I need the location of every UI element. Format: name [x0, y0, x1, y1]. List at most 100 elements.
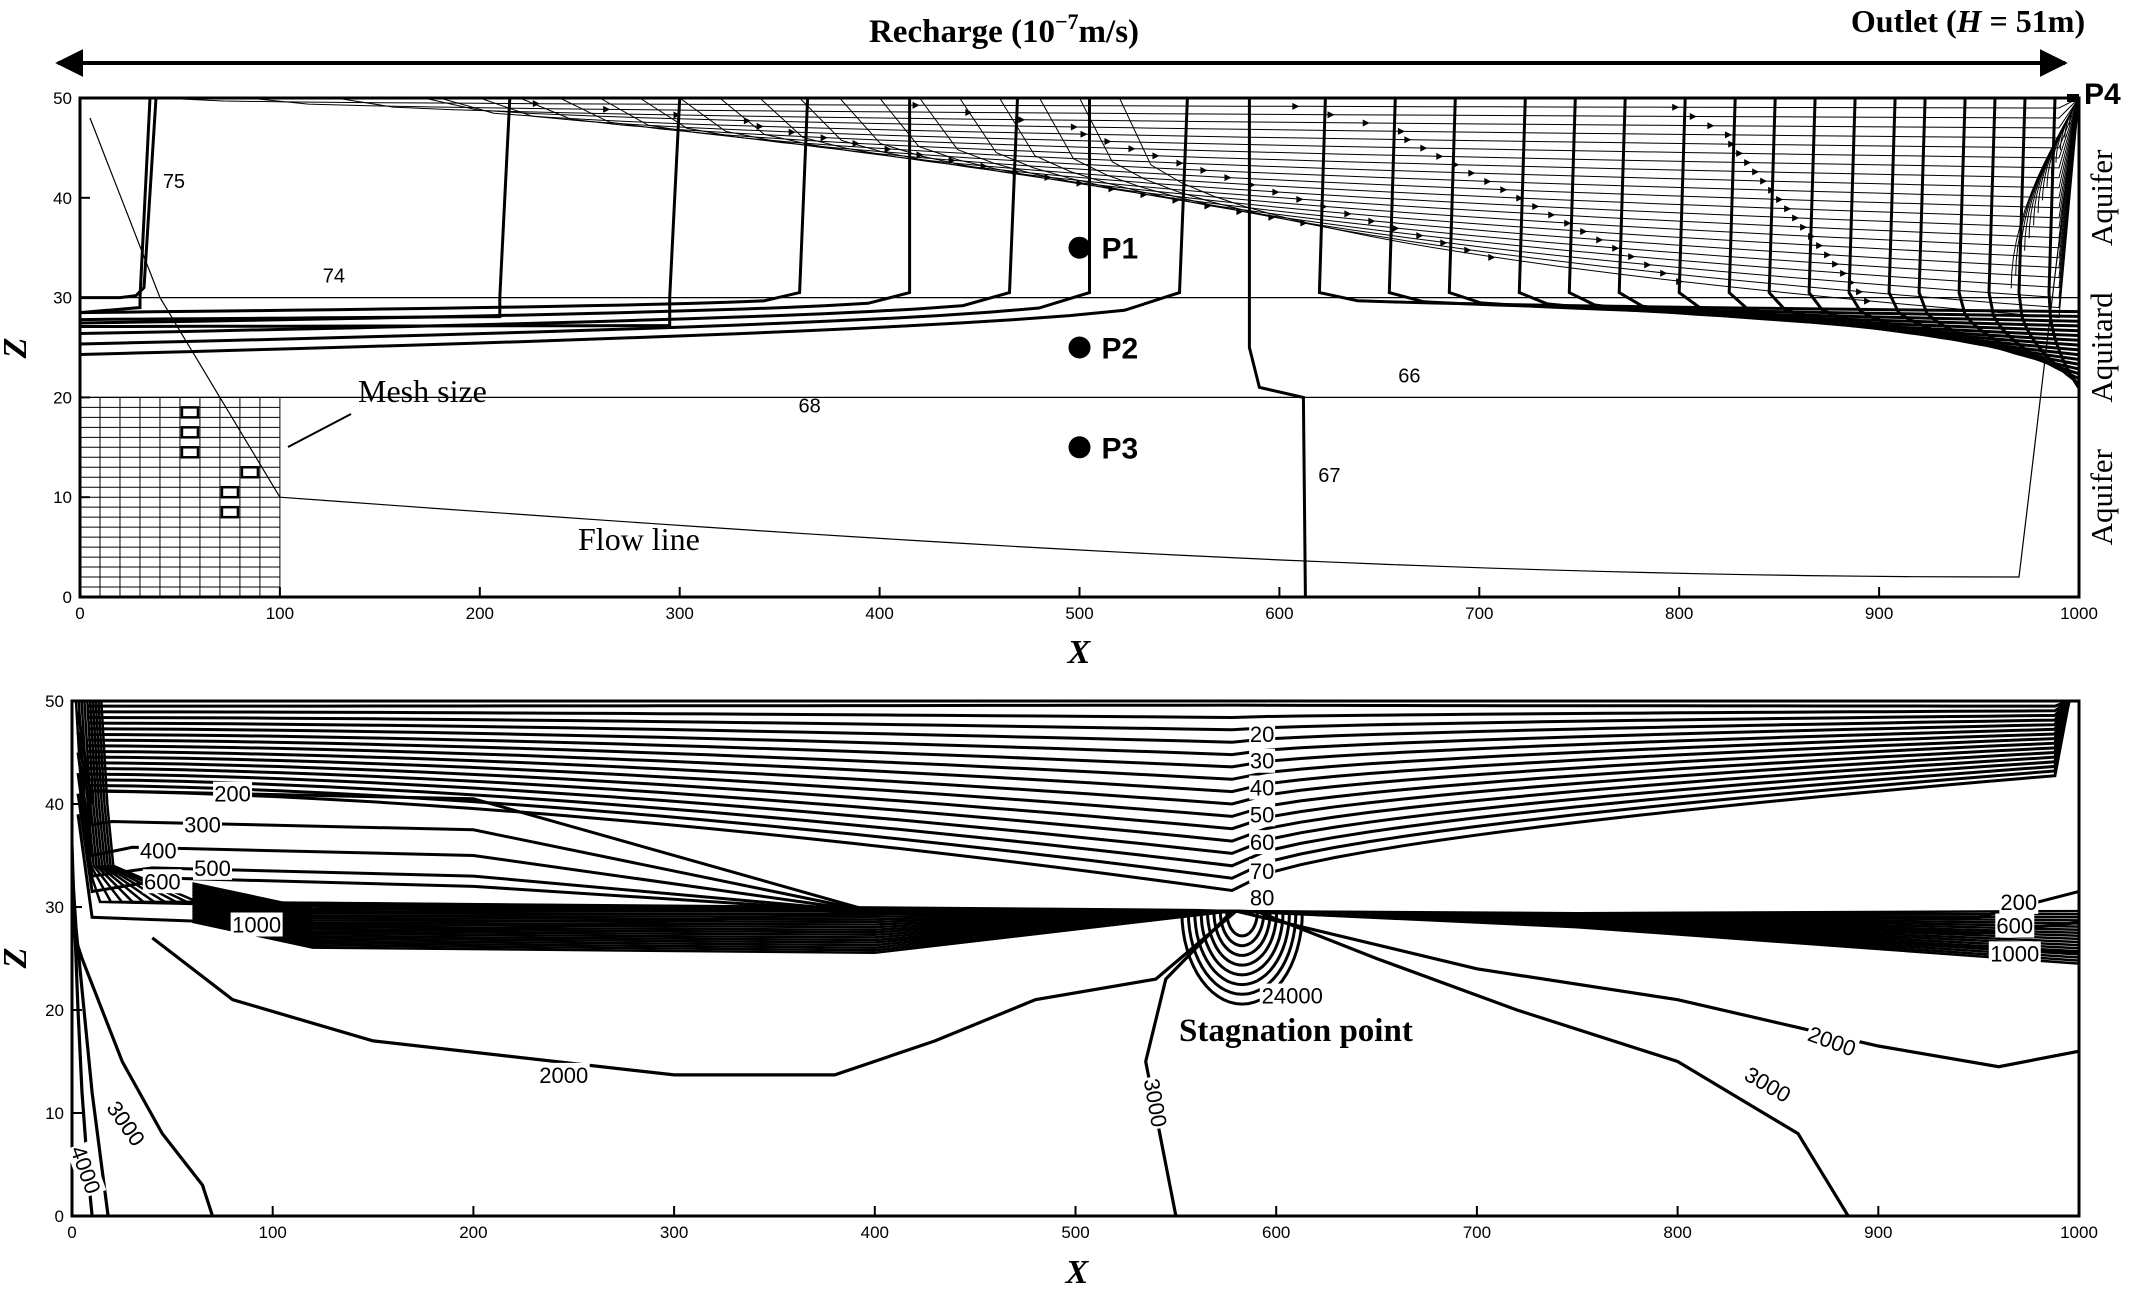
conc-contour [1199, 912, 1285, 977]
contour-label-bg [1249, 858, 1276, 883]
point-marker [1068, 236, 1091, 259]
flow-arrow [1224, 174, 1232, 182]
flow-lines [89, 98, 2079, 578]
conc-contour [88, 701, 2071, 806]
conc-contour [1218, 912, 1266, 948]
y-tick-label-top: 30 [53, 289, 72, 308]
y-tick-label-top: 50 [53, 89, 72, 108]
x-tick-label-top: 300 [666, 604, 694, 623]
mesh-label: Mesh size [358, 373, 487, 409]
conc-contour [192, 909, 2079, 959]
flow-arrow [1397, 127, 1405, 135]
flow-arrow [1404, 136, 1412, 144]
flow-arrow [1548, 211, 1556, 219]
conc-contour [72, 927, 215, 1216]
point-label: P2 [1102, 333, 1139, 366]
flow-arrow [1152, 152, 1160, 160]
contour-label: 2000 [1805, 1021, 1860, 1061]
flow-arrow [1707, 122, 1715, 130]
contour-label: 24000 [1262, 984, 1323, 1009]
y-tick-label-top: 40 [53, 189, 72, 208]
flow-line [1079, 98, 2079, 309]
x-tick-label-top: 800 [1665, 604, 1693, 623]
flow-line [519, 98, 2079, 169]
conc-contour [151, 909, 1238, 1077]
x-tick-label-top: 700 [1465, 604, 1493, 623]
point-marker [1068, 436, 1091, 459]
head-contour [1567, 98, 2079, 333]
x-tick-label-top: 600 [1265, 604, 1293, 623]
y-tick-label-bottom: 20 [45, 1001, 64, 1020]
flow-arrow [1580, 228, 1588, 236]
head-contour [2017, 98, 2079, 385]
flow-arrow [1840, 269, 1848, 277]
stagnation-label: Stagnation point [1179, 1013, 1413, 1049]
mesh-cell-highlight [180, 426, 200, 439]
mesh-grid [79, 396, 281, 598]
x-tick-label-top: 0 [75, 604, 84, 623]
conc-contour [76, 793, 1233, 914]
conc-contour [1212, 912, 1272, 957]
contour-label: 1000 [1990, 941, 2039, 966]
flow-arrow [1832, 260, 1840, 268]
flow-arrow [1464, 246, 1472, 254]
x-tick-label-bottom: 100 [259, 1223, 287, 1242]
contour-label: 600 [1996, 914, 2033, 939]
flow-arrow [1292, 102, 1300, 110]
head-contour [80, 98, 682, 328]
flow-arrow [1724, 131, 1732, 139]
y-tick-label-bottom: 10 [45, 1104, 64, 1123]
x-tick-label-bottom: 600 [1262, 1223, 1290, 1242]
flow-arrow [916, 151, 924, 159]
flow-line [1119, 98, 2079, 319]
flow-arrow [1327, 111, 1335, 119]
contour-label: 1000 [232, 913, 281, 938]
x-tick-label-top: 400 [865, 604, 893, 623]
contour-label-bg [182, 812, 222, 837]
contour-label-bg [1249, 802, 1276, 827]
conc-contour [88, 701, 2071, 794]
head-contour [1847, 98, 2079, 361]
x-tick-label-bottom: 0 [67, 1223, 76, 1242]
contour-label-bg [537, 1062, 590, 1087]
x-tick-label-top: 200 [466, 604, 494, 623]
head-contour [2047, 98, 2079, 390]
x-tick-label-bottom: 800 [1663, 1223, 1691, 1242]
flow-arrow [1848, 279, 1856, 287]
contour-label-bg [1988, 941, 2041, 966]
flow-arrow [1452, 161, 1460, 169]
head-contour [80, 98, 1091, 346]
contour-label: 70 [1250, 859, 1274, 884]
contour-label: 300 [184, 813, 221, 838]
flow-arrow [1768, 186, 1776, 194]
x-tick-label-bottom: 400 [861, 1223, 889, 1242]
flow-arrow [673, 111, 681, 119]
flow-arrow [1500, 186, 1508, 194]
y-tick-label-bottom: 40 [45, 795, 64, 814]
flow-arrow [1612, 244, 1620, 252]
head-contour [1447, 98, 2079, 323]
y-tick-label-top: 20 [53, 388, 72, 407]
flow-arrow [1628, 253, 1636, 261]
flow-line [439, 98, 2079, 149]
contour-label-bg [1999, 889, 2039, 914]
mesh-cell-highlight [180, 446, 200, 459]
contour-label: 74 [323, 266, 345, 288]
y-tick-label-top: 10 [53, 488, 72, 507]
flow-arrow [1792, 214, 1800, 222]
point-label: P4 [2084, 78, 2121, 111]
mesh-cell-highlight [240, 466, 260, 479]
layer-label: Aquifer [2084, 448, 2119, 545]
flow-arrow [1800, 223, 1808, 231]
contour-label: 600 [144, 869, 181, 894]
flow-arrow [1416, 232, 1424, 240]
flow-arrow [1070, 123, 1078, 131]
layer-label: Aquitard [2084, 292, 2119, 403]
contour-label-bg [101, 1095, 151, 1152]
point-label: P1 [1102, 233, 1139, 266]
flow-arrow [1362, 119, 1370, 127]
contour-label: 200 [214, 782, 251, 807]
